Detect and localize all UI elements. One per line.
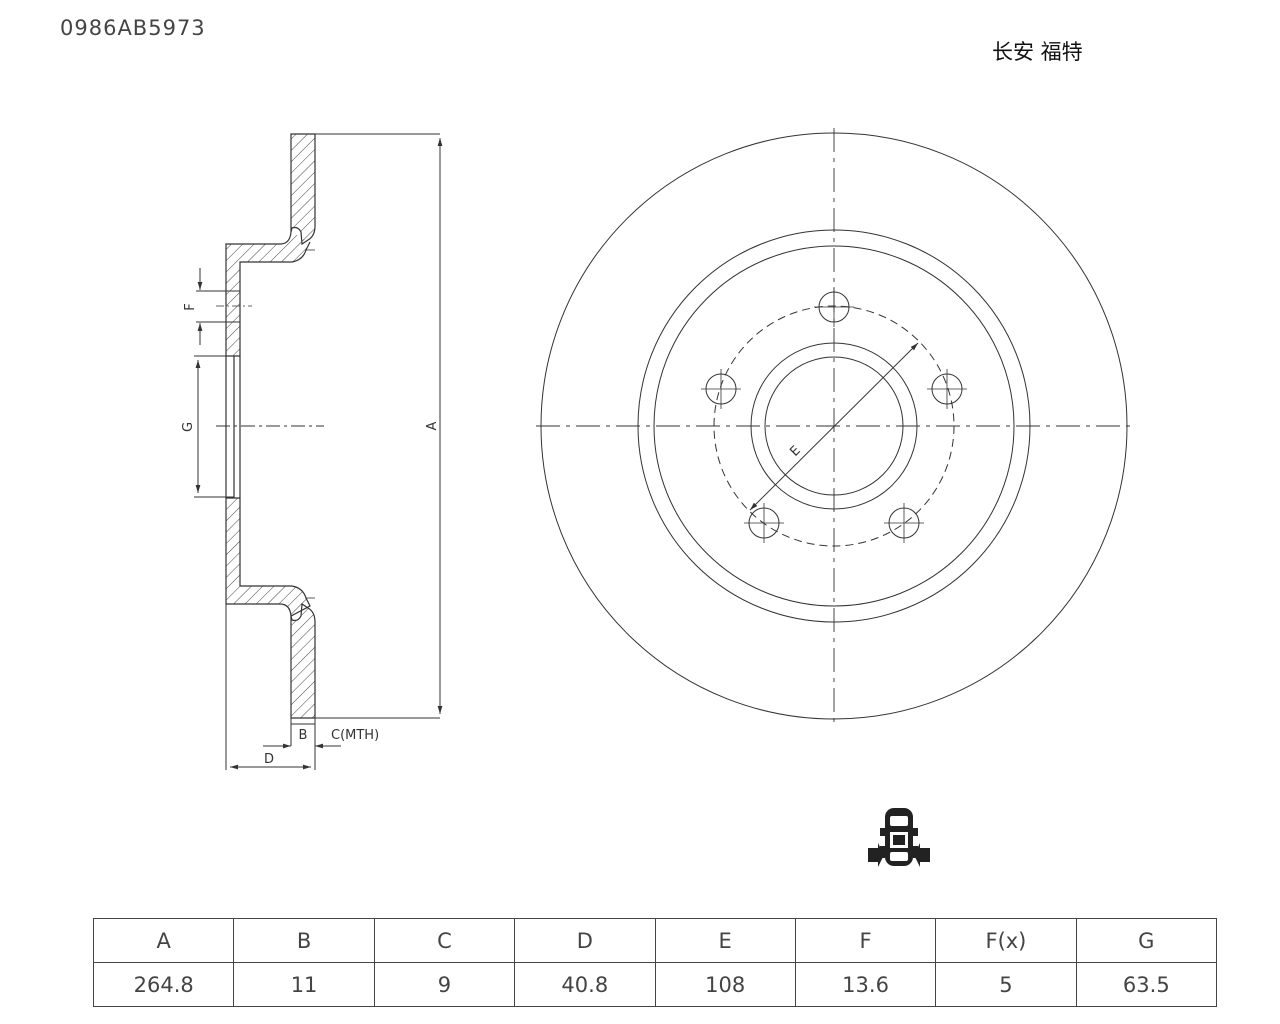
table-value-cell: 11 [233,962,375,1007]
label-G: G [181,422,196,432]
dimension-E-line [749,342,919,511]
table-header-cell: G [1075,918,1218,963]
table-value-cell: 40.8 [514,962,656,1007]
table-header-cell: D [514,918,656,963]
section-bottom-ring [290,602,316,719]
table-value-cell: 5 [935,962,1077,1007]
table-value-cell: 108 [654,962,796,1007]
section-top-ring [290,133,316,246]
side-section-view [216,133,440,719]
vehicle-application: 长安 福特 [992,40,1083,64]
label-B: B [299,728,308,743]
rear-axle-car-icon [868,808,930,867]
label-E: E [787,443,803,459]
section-hat-upper [225,231,311,357]
table-value-cell: 63.5 [1075,962,1218,1007]
label-D: D [264,752,274,767]
dimension-G [194,355,234,498]
section-hat-lower [225,497,311,617]
label-F: F [183,303,198,310]
dimension-B-C-D [225,604,341,770]
table-header-cell: A [92,918,235,963]
table-header-cell: B [233,918,375,963]
table-header-cell: F [794,918,937,963]
label-C: C(MTH) [331,728,379,743]
table-header-cell: C [373,918,516,963]
table-value-cell: 13.6 [794,962,937,1007]
dimension-F [196,268,240,345]
front-view [536,128,1134,724]
table-header-row: A B C D E F F(x) G [92,918,1218,963]
hat-outer-edge [653,245,1015,607]
table-value-row: 264.8 11 9 40.8 108 13.6 5 63.5 [92,962,1218,1007]
table-value-cell: 9 [373,962,516,1007]
table-header-cell: E [654,918,796,963]
part-number: 0986AB5973 [60,16,206,40]
label-A: A [425,421,440,430]
table-value-cell: 264.8 [92,962,235,1007]
specification-table: A B C D E F F(x) G 264.8 11 9 40.8 108 1… [92,918,1218,1007]
table-header-cell: F(x) [935,918,1077,963]
